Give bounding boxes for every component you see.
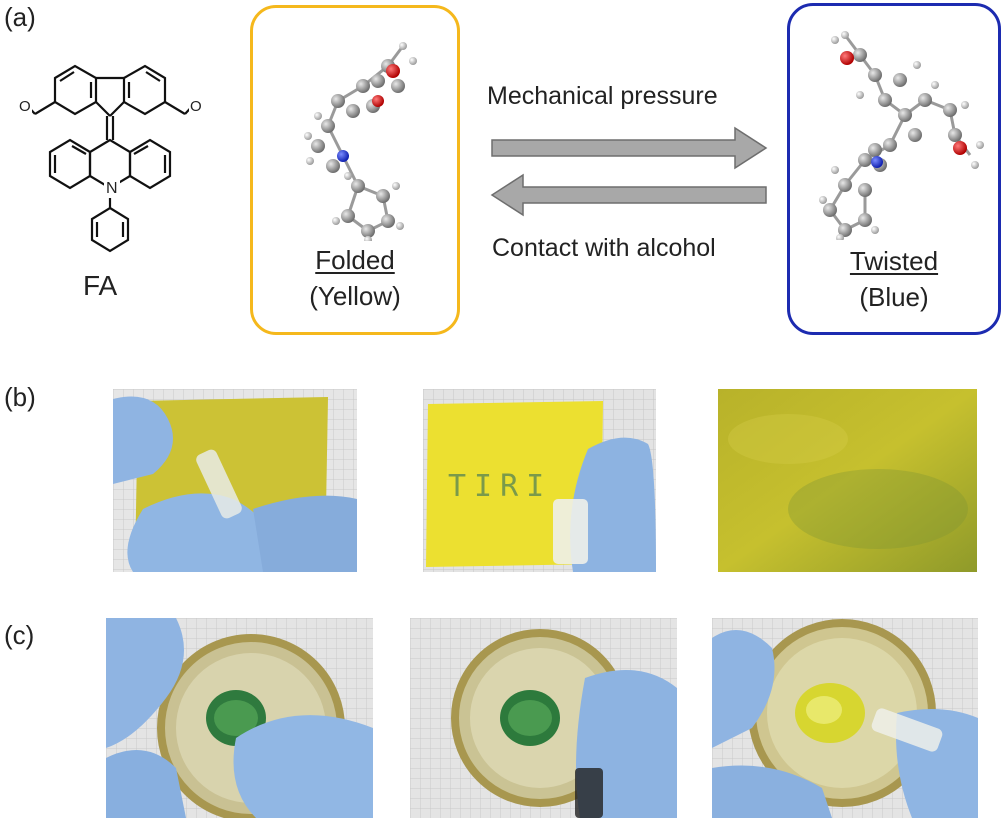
panel-label-b: (b) xyxy=(4,382,36,412)
oxygen-right-label: O xyxy=(189,98,203,115)
folded-model xyxy=(288,26,428,244)
forward-arrow-label: Mechanical pressure xyxy=(487,82,718,110)
photo-b1 xyxy=(113,389,357,572)
forward-arrow xyxy=(490,123,770,173)
folded-name: Folded xyxy=(315,245,395,275)
backward-arrow xyxy=(490,170,770,220)
photo-c3 xyxy=(712,618,978,818)
molecule-name: FA xyxy=(83,270,118,301)
nitrogen-label: N xyxy=(104,180,120,198)
twisted-frame: Twisted (Blue) xyxy=(787,3,1001,335)
fa-structure: O O N xyxy=(10,40,210,270)
tiri-written-text: TIRI xyxy=(448,469,553,504)
photo-c2 xyxy=(410,618,677,818)
photo-b3 xyxy=(718,389,977,572)
backward-arrow-label: Contact with alcohol xyxy=(492,234,716,262)
panel-label-a: (a) xyxy=(4,2,36,32)
photo-c1 xyxy=(106,618,373,818)
panel-label-c: (c) xyxy=(4,620,35,650)
twisted-color: (Blue) xyxy=(859,282,929,312)
folded-frame: Folded (Yellow) xyxy=(250,5,460,335)
twisted-model xyxy=(805,20,990,242)
folded-color: (Yellow) xyxy=(309,281,401,311)
photo-b2: TIRI xyxy=(423,389,656,572)
oxygen-left-label: O xyxy=(18,98,32,115)
twisted-name: Twisted xyxy=(849,246,939,276)
